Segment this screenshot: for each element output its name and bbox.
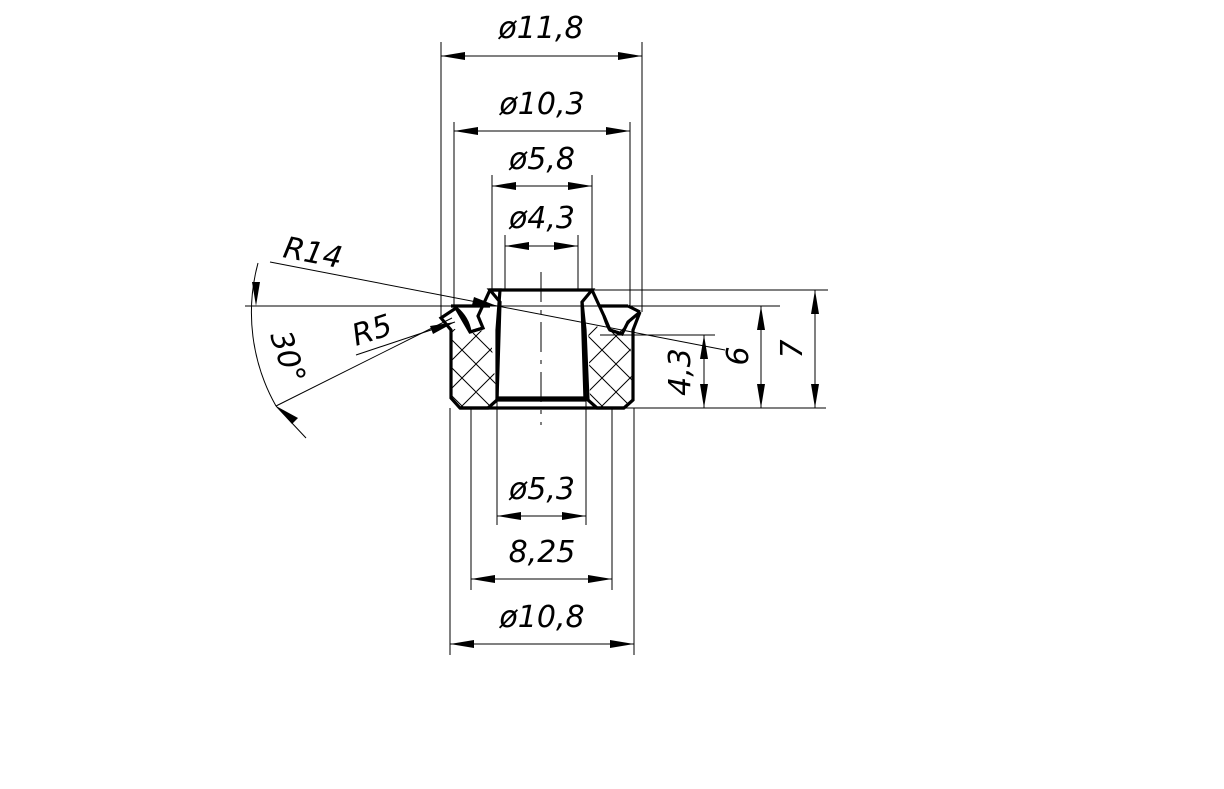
d10-8-label: ø10,8 — [498, 600, 584, 635]
dim-d4-3: ø4,3 — [505, 201, 578, 250]
dim-h7: 7 — [775, 290, 819, 408]
h4-3-label: 4,3 — [663, 348, 698, 396]
h7-label: 7 — [775, 339, 810, 358]
r14-label: R14 — [280, 230, 345, 276]
d5-8-label: ø5,8 — [508, 142, 575, 177]
right-section-hatch-2 — [608, 322, 632, 408]
dim-h6: 6 — [721, 306, 765, 408]
angle-30-label: 30° — [262, 327, 312, 388]
left-groove — [454, 306, 484, 334]
dim-d5-8: ø5,8 — [492, 142, 592, 190]
d5-3-label: ø5,3 — [508, 472, 575, 507]
d4-3-label: ø4,3 — [508, 201, 575, 236]
h6-label: 6 — [721, 346, 756, 365]
dim-d11-8: ø11,8 — [441, 11, 642, 60]
left-section-hatch — [452, 328, 478, 408]
dim-d5-3: ø5,3 — [497, 472, 586, 520]
dim-w8-25: 8,25 — [471, 535, 612, 583]
horizontal-extension-lines — [245, 289, 828, 409]
d11-8-label: ø11,8 — [497, 11, 583, 46]
dim-angle-30: 30° — [250, 262, 453, 439]
right-groove — [602, 304, 641, 336]
right-section-hatch — [588, 320, 612, 408]
left-section-hatch-2 — [470, 328, 497, 408]
extension-lines — [440, 42, 643, 655]
dim-d10-3: ø10,3 — [454, 87, 630, 135]
d10-3-label: ø10,3 — [498, 87, 584, 122]
dim-r5: R5 — [348, 308, 456, 356]
dim-d10-8: ø10,8 — [450, 600, 634, 648]
dim-h4-3: 4,3 — [663, 335, 708, 408]
w8-25-label: 8,25 — [509, 535, 576, 570]
r5-label: R5 — [348, 308, 397, 354]
